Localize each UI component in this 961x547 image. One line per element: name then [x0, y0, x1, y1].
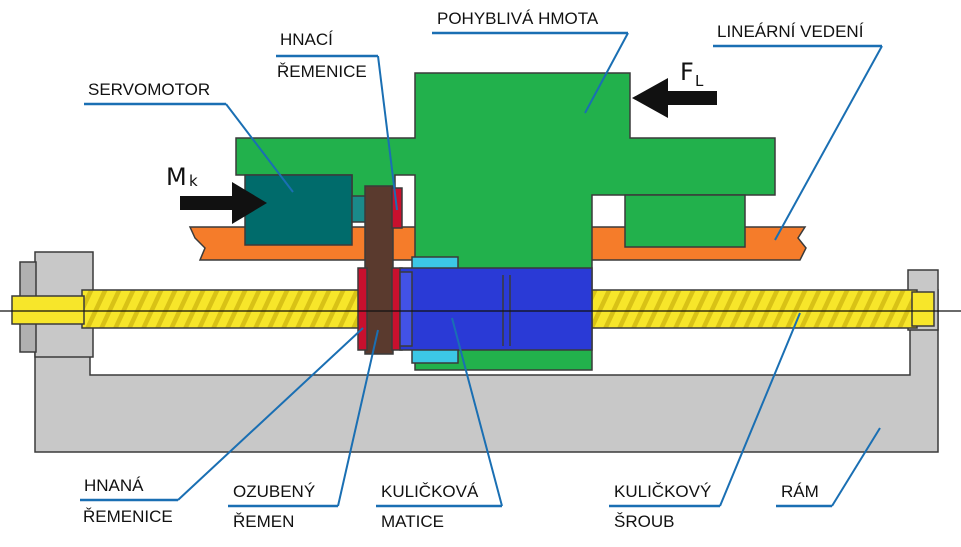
leader-frame [831, 427, 881, 507]
label-ball-screw-1: KULIČKOVÝ [614, 482, 711, 501]
label-ball-screw-2: ŠROUB [614, 512, 674, 531]
label-ball-nut-2: MATICE [381, 512, 444, 531]
guide-carriage-block [624, 194, 746, 248]
torque-symbol: M [166, 163, 187, 191]
leader-ball-nut [451, 317, 503, 507]
force-symbol: F [680, 58, 694, 86]
torque-subscript: k [189, 172, 198, 190]
driven-pulley-left [357, 267, 368, 351]
ball-nut-flange [399, 271, 413, 347]
leader-driving-pulley [377, 55, 398, 211]
servomotor [244, 174, 353, 246]
label-driven-pulley-2: ŘEMENICE [83, 507, 173, 526]
label-toothed-belt-1: OZUBENÝ [233, 482, 315, 501]
leader-moving-mass [584, 32, 629, 114]
label-driven-pulley-1: HNANÁ [84, 476, 144, 495]
force-subscript: L [695, 72, 704, 90]
label-servomotor: SERVOMOTOR [88, 80, 210, 99]
ball-screw-left-end [11, 295, 85, 325]
label-driving-pulley-2: ŘEMENICE [277, 62, 367, 81]
leader-toothed-belt [337, 329, 379, 507]
leader-linear-guide [774, 45, 883, 241]
leader-driven-pulley [177, 327, 364, 501]
leader-ball-screw [719, 312, 801, 507]
ball-screw-right-end [911, 291, 935, 327]
label-ball-nut-1: KULIČKOVÁ [381, 482, 479, 501]
leader-servomotor [225, 103, 294, 193]
label-frame: RÁM [781, 482, 819, 501]
label-linear-guide: LINEÁRNÍ VEDENÍ [717, 22, 864, 41]
toothed-belt [364, 185, 394, 355]
moving-mass [235, 72, 776, 371]
force-arrow [632, 78, 717, 118]
torque-arrow [180, 182, 267, 224]
label-toothed-belt-2: ŘEMEN [233, 512, 294, 531]
ball-nut [399, 267, 593, 351]
label-moving-mass: POHYBLIVÁ HMOTA [437, 9, 599, 28]
label-driving-pulley-1: HNACÍ [280, 30, 333, 49]
